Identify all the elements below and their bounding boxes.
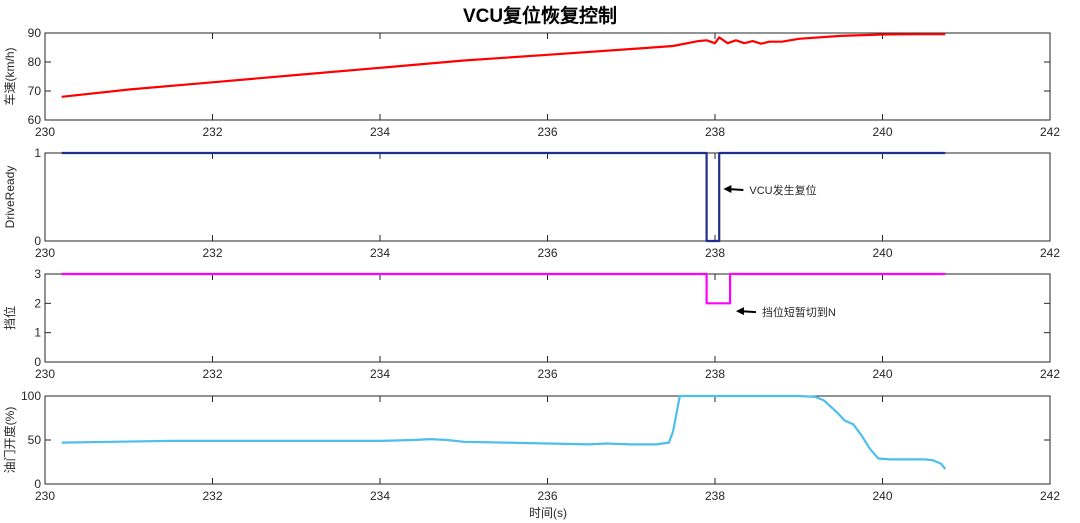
x-tick-label: 242 — [1040, 367, 1060, 381]
x-tick-label: 230 — [35, 367, 55, 381]
gear-subplot: 230 232 234 236 238 240 242 0 1 2 3 挡位 挡位短暂切到N — [2, 267, 1060, 381]
x-tick-label: 230 — [35, 489, 55, 503]
x-tick-label: 232 — [202, 246, 222, 260]
arrowhead-icon — [723, 184, 732, 193]
x-tick-label: 232 — [202, 367, 222, 381]
y-tick-label: 100 — [21, 389, 41, 403]
x-tick-label: 230 — [35, 246, 55, 260]
x-tick-label: 240 — [872, 246, 892, 260]
x-tick-label: 234 — [370, 367, 390, 381]
y-tick-label: 90 — [28, 26, 42, 40]
y-tick-label: 0 — [34, 234, 41, 248]
x-tick-label: 232 — [202, 125, 222, 139]
annotation-text: VCU发生复位 — [749, 183, 816, 197]
y-tick-label: 0 — [34, 355, 41, 369]
x-tick-label: 242 — [1040, 246, 1060, 260]
figure-title: VCU复位恢复控制 — [463, 4, 617, 27]
y-axis-label: 油门开度(%) — [2, 407, 17, 474]
x-tick-label: 232 — [202, 489, 222, 503]
speed-subplot: 230 232 234 236 238 240 242 60 70 80 90 车速(km/h) — [2, 26, 1060, 139]
x-tick-label: 234 — [370, 246, 390, 260]
axes-box — [44, 273, 1051, 363]
y-axis-label: DriveReady — [3, 166, 17, 229]
x-tick-label: 238 — [705, 246, 725, 260]
y-tick-label: 0 — [34, 477, 41, 491]
x-tick-label: 240 — [872, 367, 892, 381]
speed-line — [61, 33, 946, 98]
y-tick-label: 3 — [34, 267, 41, 281]
x-tick-label: 242 — [1040, 489, 1060, 503]
y-tick-label: 2 — [34, 296, 41, 310]
y-axis-label: 车速(km/h) — [2, 47, 17, 105]
x-tick-label: 242 — [1040, 125, 1060, 139]
y-tick-label: 1 — [34, 326, 41, 340]
x-tick-label: 236 — [537, 489, 557, 503]
x-tick-label: 236 — [537, 367, 557, 381]
x-tick-label: 240 — [872, 489, 892, 503]
axes-box — [44, 152, 1051, 242]
y-tick-label: 1 — [34, 146, 41, 160]
annotation-text: 挡位短暂切到N — [762, 305, 836, 319]
x-tick-label: 234 — [370, 489, 390, 503]
arrowhead-icon — [735, 307, 744, 316]
x-tick-label: 234 — [370, 125, 390, 139]
y-axis-label: 挡位 — [2, 306, 17, 330]
axes-box — [44, 32, 1051, 121]
x-tick-label: 240 — [872, 125, 892, 139]
y-tick-label: 70 — [28, 84, 42, 98]
y-tick-label: 80 — [28, 55, 42, 69]
throttle-line — [61, 394, 947, 470]
throttle-subplot: 230 232 234 236 238 240 242 0 50 100 油门开度(%) — [2, 389, 1060, 503]
y-tick-label: 50 — [28, 433, 42, 447]
x-tick-label: 238 — [705, 125, 725, 139]
x-tick-label: 238 — [705, 489, 725, 503]
x-axis-label: 时间(s) — [529, 506, 567, 520]
x-tick-label: 238 — [705, 367, 725, 381]
x-tick-label: 236 — [537, 125, 557, 139]
x-tick-label: 230 — [35, 125, 55, 139]
drive-ready-line — [61, 151, 946, 243]
gear-line — [61, 272, 946, 305]
x-tick-label: 236 — [537, 246, 557, 260]
y-tick-label: 60 — [28, 113, 42, 127]
